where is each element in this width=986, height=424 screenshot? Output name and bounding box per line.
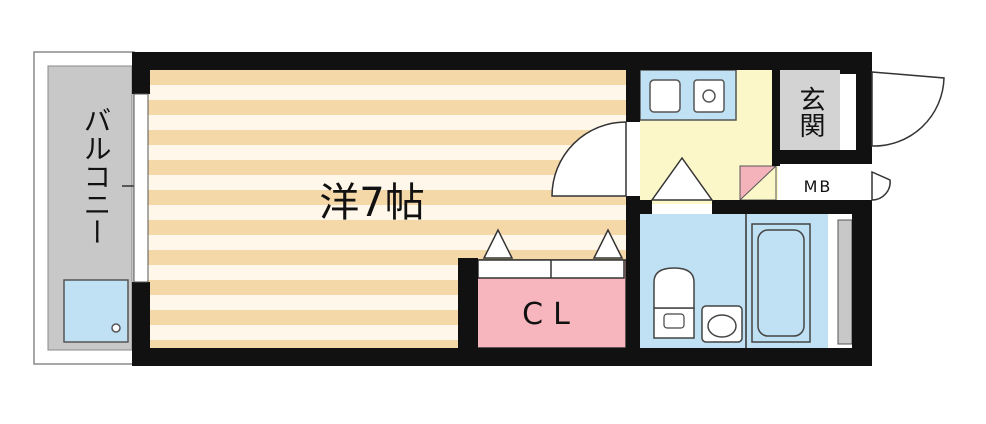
washer-pan-icon <box>63 279 129 343</box>
closet-door-swing-left-icon <box>482 228 514 259</box>
washbasin-icon <box>701 305 743 343</box>
pipe-shaft <box>837 219 853 345</box>
bathroom <box>640 214 853 348</box>
washer-drain-icon <box>111 323 121 333</box>
floor-stripe <box>148 340 626 348</box>
western-room-floor <box>148 70 626 348</box>
floor-stripe <box>148 160 626 175</box>
balcony-window <box>133 93 149 283</box>
floor-stripe <box>148 100 626 115</box>
walls <box>132 52 872 366</box>
sink-icon <box>649 79 681 113</box>
floor-stripe <box>148 130 626 145</box>
closet <box>475 228 627 349</box>
closet-label: CL <box>522 297 580 332</box>
floor-stripe <box>148 70 626 85</box>
balcony-label: バルコニー <box>80 106 113 246</box>
floor-stripe <box>148 220 626 235</box>
bathtub-icon <box>751 223 811 343</box>
meter-box <box>780 164 852 200</box>
door-swing-icon <box>551 71 945 201</box>
western-room-label: 洋7帖 <box>319 180 424 226</box>
toilet-icon <box>653 267 695 339</box>
entrance-floor <box>778 70 840 152</box>
entrance-label: 玄関 <box>795 86 825 138</box>
meter-box-label: MB <box>804 177 833 196</box>
kitchen-counter <box>639 69 737 121</box>
floor-stripe <box>148 190 626 205</box>
closet-door-swing-right-icon <box>592 228 624 259</box>
balcony <box>33 51 158 365</box>
